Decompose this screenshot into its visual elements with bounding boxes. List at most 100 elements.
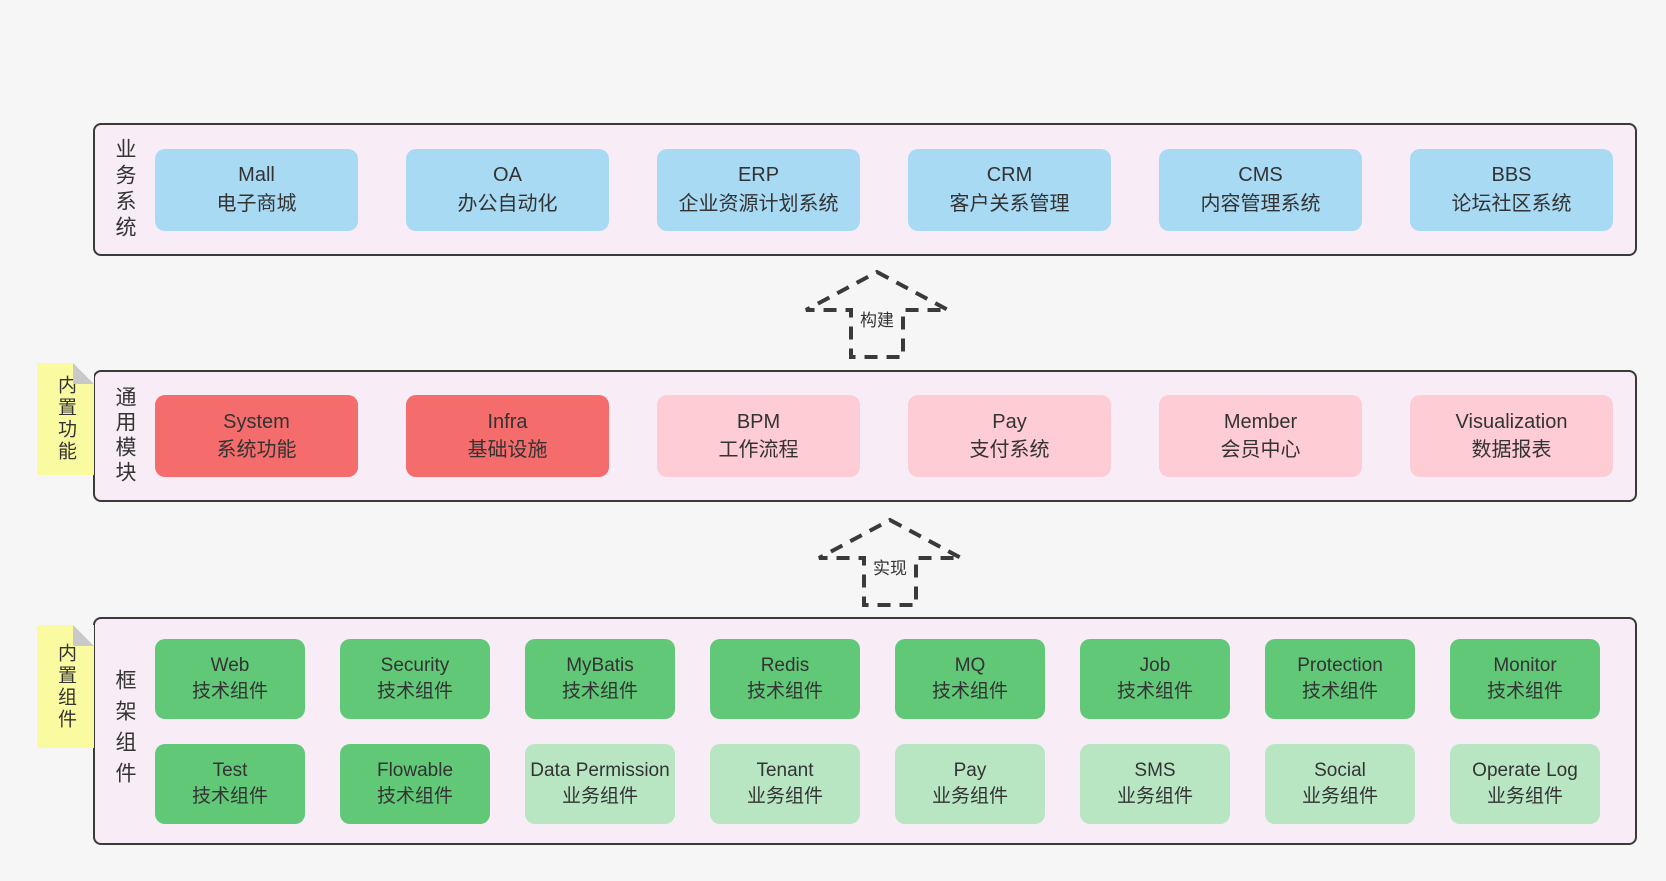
box-title: ERP — [737, 164, 780, 187]
box-infra: Infra 基础设施 — [406, 395, 609, 477]
box-subtitle: 业务组件 — [1301, 785, 1378, 807]
sticky-note-text: 内置组件 — [55, 642, 76, 731]
sticky-note-built-in-features: 内置功能 — [37, 363, 94, 475]
box-subtitle: 技术组件 — [1301, 680, 1378, 702]
dashed-up-arrow-icon — [805, 269, 949, 359]
box-subtitle: 客户关系管理 — [949, 192, 1070, 215]
band-common-modules-content: System 系统功能 Infra 基础设施 BPM 工作流程 Pay 支付系统… — [155, 372, 1613, 500]
box-subtitle: 技术组件 — [376, 785, 453, 807]
box-visualization: Visualization 数据报表 — [1410, 395, 1613, 477]
box-subtitle: 业务组件 — [1116, 785, 1193, 807]
box-title: Visualization — [1455, 410, 1568, 433]
biz-components-row: Test 技术组件 Flowable 技术组件 Data Permission … — [155, 743, 1611, 824]
box-subtitle: 技术组件 — [191, 785, 268, 807]
box-title: Operate Log — [1472, 760, 1578, 782]
box-redis: Redis 技术组件 — [710, 638, 860, 719]
box-title: Social — [1314, 760, 1366, 782]
box-mall: Mall 电子商城 — [155, 148, 358, 231]
box-subtitle: 电子商城 — [216, 192, 297, 215]
box-subtitle: 技术组件 — [561, 680, 638, 702]
box-subtitle: 业务组件 — [561, 785, 638, 807]
box-bbs: BBS 论坛社区系统 — [1410, 148, 1613, 231]
up-arrow-implement: 实现 — [815, 517, 965, 609]
box-title: CMS — [1238, 164, 1283, 187]
box-cms: CMS 内容管理系统 — [1159, 148, 1362, 231]
band-framework-components-content: Web 技术组件 Security 技术组件 MyBatis 技术组件 Redi… — [155, 619, 1611, 843]
box-bpm: BPM 工作流程 — [657, 395, 860, 477]
dashed-up-arrow-icon — [818, 517, 962, 607]
box-crm: CRM 客户关系管理 — [908, 148, 1111, 231]
band-framework-components: 框架组件 Web 技术组件 Security 技术组件 MyBatis 技术组件… — [93, 617, 1637, 845]
box-title: Redis — [760, 655, 810, 677]
up-arrow-build: 构建 — [802, 269, 952, 361]
box-title: Web — [210, 655, 250, 677]
box-sms: SMS 业务组件 — [1080, 743, 1230, 824]
box-operate-log: Operate Log 业务组件 — [1450, 743, 1600, 824]
box-title: BPM — [736, 410, 781, 433]
box-security: Security 技术组件 — [340, 638, 490, 719]
band-business-systems: 业务系统 Mall 电子商城 OA 办公自动化 ERP 企业资源计划系统 CRM… — [93, 123, 1637, 256]
box-title: Flowable — [376, 760, 454, 782]
box-web: Web 技术组件 — [155, 638, 305, 719]
box-title: Pay — [992, 410, 1027, 433]
box-title: Tenant — [756, 760, 814, 782]
box-monitor: Monitor 技术组件 — [1450, 638, 1600, 719]
box-subtitle: 内容管理系统 — [1200, 192, 1321, 215]
box-subtitle: 业务组件 — [1486, 785, 1563, 807]
box-member: Member 会员中心 — [1159, 395, 1362, 477]
box-subtitle: 会员中心 — [1220, 439, 1301, 461]
box-tenant: Tenant 业务组件 — [710, 743, 860, 824]
tech-components-row: Web 技术组件 Security 技术组件 MyBatis 技术组件 Redi… — [155, 638, 1611, 719]
box-subtitle: 支付系统 — [969, 439, 1050, 461]
box-system: System 系统功能 — [155, 395, 358, 477]
box-title: BBS — [1491, 164, 1532, 187]
band-common-modules-label: 通用模块 — [113, 386, 136, 486]
box-pay-component: Pay 业务组件 — [895, 743, 1045, 824]
box-subtitle: 技术组件 — [1486, 680, 1563, 702]
box-title: OA — [493, 164, 522, 187]
box-job: Job 技术组件 — [1080, 638, 1230, 719]
box-test: Test 技术组件 — [155, 743, 305, 824]
box-title: Protection — [1297, 655, 1383, 677]
box-title: Infra — [487, 410, 528, 433]
box-title: MQ — [954, 655, 986, 677]
box-title: Security — [380, 655, 450, 677]
box-flowable: Flowable 技术组件 — [340, 743, 490, 824]
box-subtitle: 办公自动化 — [457, 192, 558, 215]
box-title: System — [223, 410, 290, 433]
arrow-label-implement: 实现 — [868, 553, 912, 580]
box-title: MyBatis — [566, 655, 634, 677]
box-protection: Protection 技术组件 — [1265, 638, 1415, 719]
box-title: Test — [212, 760, 248, 782]
box-data-permission: Data Permission 业务组件 — [525, 743, 675, 824]
band-framework-components-label: 框架组件 — [113, 669, 136, 793]
box-title: Mall — [238, 164, 275, 187]
box-subtitle: 系统功能 — [216, 439, 297, 461]
box-mybatis: MyBatis 技术组件 — [525, 638, 675, 719]
box-erp: ERP 企业资源计划系统 — [657, 148, 860, 231]
box-title: Job — [1139, 655, 1171, 677]
band-business-systems-label: 业务系统 — [113, 137, 136, 242]
box-subtitle: 论坛社区系统 — [1451, 192, 1572, 215]
box-subtitle: 技术组件 — [1116, 680, 1193, 702]
box-title: CRM — [986, 164, 1033, 187]
box-title: Data Permission — [530, 760, 670, 782]
sticky-note-built-in-components: 内置组件 — [37, 625, 94, 748]
box-subtitle: 技术组件 — [376, 680, 453, 702]
box-subtitle: 企业资源计划系统 — [678, 192, 839, 215]
box-mq: MQ 技术组件 — [895, 638, 1045, 719]
box-subtitle: 业务组件 — [931, 785, 1008, 807]
box-oa: OA 办公自动化 — [406, 148, 609, 231]
box-subtitle: 数据报表 — [1471, 439, 1552, 461]
box-subtitle: 工作流程 — [718, 439, 799, 461]
band-business-systems-content: Mall 电子商城 OA 办公自动化 ERP 企业资源计划系统 CRM 客户关系… — [155, 125, 1613, 254]
box-subtitle: 技术组件 — [746, 680, 823, 702]
box-title: Member — [1223, 410, 1298, 433]
box-subtitle: 技术组件 — [191, 680, 268, 702]
box-title: Monitor — [1493, 655, 1557, 677]
box-pay-module: Pay 支付系统 — [908, 395, 1111, 477]
box-subtitle: 基础设施 — [467, 439, 548, 461]
band-common-modules: 通用模块 System 系统功能 Infra 基础设施 BPM 工作流程 Pay… — [93, 370, 1637, 502]
arrow-label-build: 构建 — [855, 305, 899, 332]
